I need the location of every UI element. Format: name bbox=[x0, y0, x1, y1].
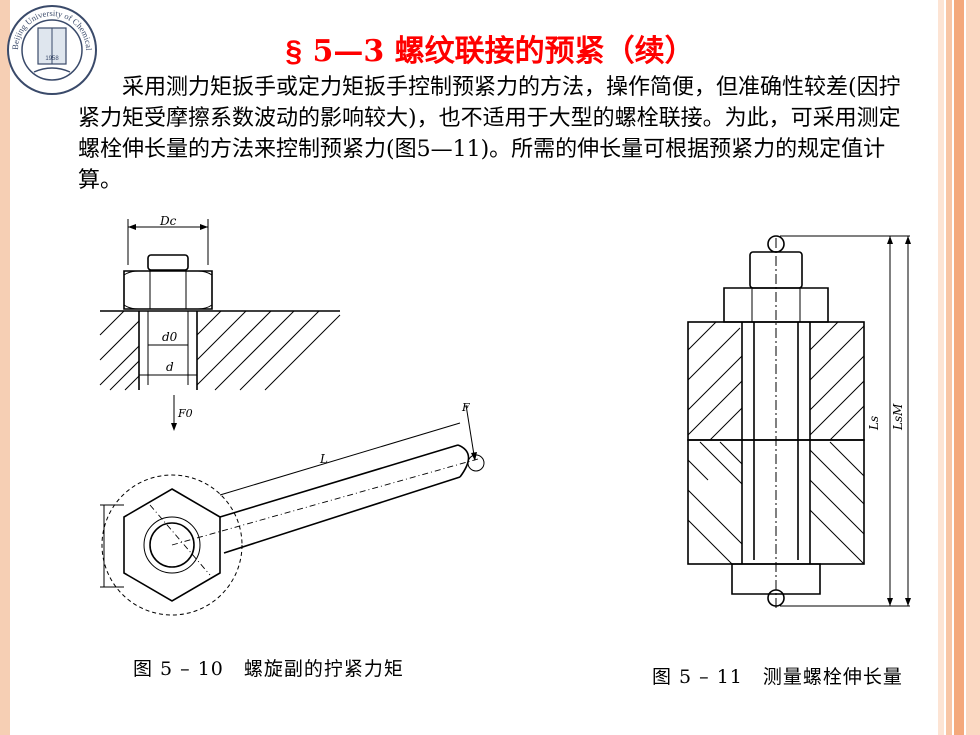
label-d: d bbox=[166, 360, 174, 374]
caption-figure-5-10: 图 5 – 10 螺旋副的拧紧力矩 bbox=[133, 658, 404, 680]
slide-title: § 5—3 螺纹联接的预紧（续） bbox=[0, 26, 980, 70]
figure-bolt-torque: Dc d0 d F0 L F bbox=[99, 214, 485, 616]
logo-year: 1958 bbox=[45, 56, 59, 62]
caption-figure-5-11: 图 5 – 11 测量螺栓伸长量 bbox=[652, 666, 903, 688]
section-mark: § bbox=[285, 35, 303, 68]
left-border-stripe bbox=[0, 0, 10, 735]
label-L: L bbox=[319, 452, 328, 466]
body-paragraph: 采用测力矩扳手或定力矩扳手控制预紧力的方法，操作简便，但准确性较差(因拧紧力矩受… bbox=[78, 75, 901, 193]
label-d0: d0 bbox=[162, 330, 178, 344]
label-F: F bbox=[461, 401, 470, 414]
label-F0: F0 bbox=[177, 407, 193, 420]
title-text: 5—3 螺纹联接的预紧（续） bbox=[312, 34, 695, 69]
right-border-decoration bbox=[938, 0, 980, 735]
label-Ls: Ls bbox=[867, 416, 881, 431]
university-logo: Beijing University of Chemical Technolog… bbox=[4, 2, 97, 95]
label-Dc: Dc bbox=[159, 214, 177, 228]
figure-bolt-elongation: Ls LsM bbox=[687, 235, 911, 610]
label-LsM: LsM bbox=[891, 403, 905, 431]
